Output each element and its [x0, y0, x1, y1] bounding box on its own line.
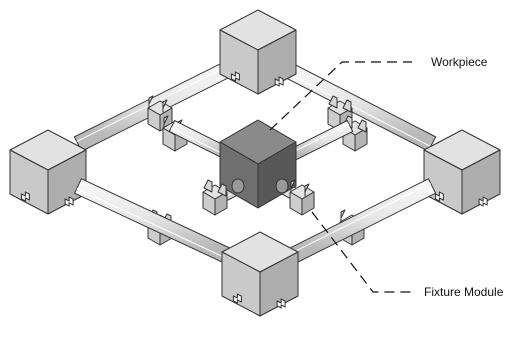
rail-bottom-right-outer-highlight [290, 182, 432, 255]
clamp-lower-right-1-right [301, 191, 315, 216]
fixture-module-label: Fixture Module [424, 285, 504, 299]
clamp-upper-left-1-lip [148, 95, 154, 109]
rail-bottom-left-outer-highlight [76, 187, 228, 260]
clamp-lower-right-1 [289, 179, 315, 216]
corner-block-top [219, 9, 297, 95]
corner-block-left [9, 129, 87, 215]
clamp-upper-left-2-lip [163, 115, 169, 129]
corner-blocks-front-group [221, 231, 299, 317]
corner-block-right-right-face [461, 149, 501, 215]
workpiece-cube [219, 119, 297, 209]
workpiece-contact-pin-right [275, 178, 289, 194]
corner-block-right [423, 129, 501, 215]
clamp-upper-right-1-lip [342, 99, 352, 113]
clamp-lower-right-2-lip [340, 209, 346, 223]
corner-block-right-t-slot [434, 191, 444, 202]
workpiece-label: Workpiece [431, 55, 488, 69]
clamp-upper-right-2-lip [357, 119, 367, 133]
corner-block-top-t-slot [230, 71, 240, 82]
rods-front-group [73, 178, 437, 264]
clamp-upper-left-1-lip [162, 99, 168, 113]
corner-block-bottom-right-face [259, 251, 299, 317]
corner-block-bottom [221, 231, 299, 317]
clamp-lower-right-1-lip [290, 179, 296, 193]
clamp-lower-left-1 [202, 179, 228, 216]
corner-block-top-right-face [257, 29, 297, 95]
corner-block-bottom-t-slot [232, 293, 242, 304]
fixture-module-callout: Fixture Module [311, 211, 504, 299]
clamp-lower-left-1-lip [203, 179, 213, 193]
fixture-module-leader-line [311, 211, 412, 293]
workpiece-block [219, 119, 297, 209]
corner-block-left-t-slot [64, 196, 74, 207]
corner-block-top-t-slot [274, 76, 284, 87]
corner-block-left-t-slot [20, 191, 30, 202]
clamp-lower-left-1-lip [217, 183, 227, 197]
corner-block-bottom-t-slot [276, 298, 286, 309]
inner-rod-upper-right-highlight [288, 123, 350, 155]
rail-top-right-outer-highlight [286, 71, 431, 148]
workpiece-callout: Workpiece [269, 55, 488, 131]
workpiece-contact-pin-left [231, 178, 245, 194]
rail-top-left-outer-highlight [76, 64, 230, 143]
clamp-lower-right-1-lip [304, 183, 310, 197]
workpiece-block-right-face [257, 141, 297, 209]
corner-block-right-t-slot [478, 196, 488, 207]
workpiece-leader-line [269, 61, 412, 131]
clamp-upper-right-1-lip [328, 95, 338, 109]
corner-blocks-back-group [9, 9, 501, 215]
